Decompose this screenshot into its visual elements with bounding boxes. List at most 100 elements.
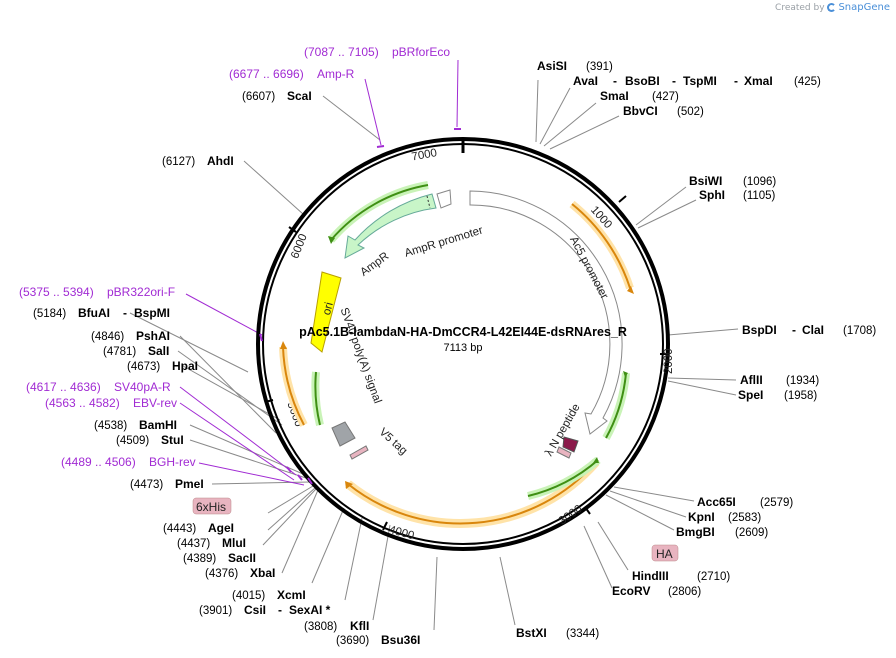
site-xbai-name: XbaI <box>250 566 275 580</box>
site-sphi-pos: (1105) <box>743 190 776 202</box>
site-bfuai-sep: - <box>123 306 127 320</box>
orf-green-right-arrow <box>623 371 628 377</box>
site-mlui-name: MluI <box>222 536 246 550</box>
orf-green-top <box>330 184 429 241</box>
ampr-label: AmpR <box>358 250 391 278</box>
v5-tag-box <box>349 445 369 460</box>
site-aval-sep2: - <box>672 74 676 88</box>
site-ahdi-name: AhdI <box>207 154 234 168</box>
site-bspdi-name: BspDI <box>742 323 777 337</box>
site-aval-pos: (425) <box>794 76 821 88</box>
site-bspmi-name: BspMI <box>134 306 170 320</box>
site-bfuai-name: BfuAI <box>78 306 110 320</box>
site-bsiwi-name: BsiWI <box>689 174 722 188</box>
site-sexai-name: SexAI * <box>289 603 331 617</box>
primer-ampr-pos: (6677 .. 6696) <box>229 67 304 81</box>
site-pshai-name: PshAI <box>136 329 170 343</box>
v5-tag-label: V5 tag <box>377 426 410 457</box>
site-bspdi-sep: - <box>792 323 796 337</box>
site-bsu36i-pos: (3690) <box>336 635 369 647</box>
ac5-promoter-label: Ac5 promoter <box>567 235 610 302</box>
site-clai-name: ClaI <box>802 323 824 337</box>
orf-bottom-glow <box>345 459 600 528</box>
orf-bottom-arrow <box>345 481 353 489</box>
ampr-arrow <box>344 193 437 259</box>
site-acc65i-name: Acc65I <box>697 495 736 509</box>
orf-bottom <box>347 461 597 525</box>
site-xcmi-pos: (4015) <box>232 590 265 602</box>
site-csii-sep: - <box>278 603 282 617</box>
site-bspdi-pos: (1708) <box>843 325 876 337</box>
orf-left <box>282 346 305 426</box>
site-aflii-name: AflII <box>740 373 763 387</box>
site-sacii-pos: (4389) <box>183 553 216 565</box>
primer-sv40pa-name: SV40pA-R <box>114 380 171 394</box>
site-ahdi-pos: (6127) <box>162 156 195 168</box>
orf-green-bottom <box>527 459 599 497</box>
site-kfli-pos: (3808) <box>304 621 337 633</box>
site-csii-pos: (3901) <box>199 605 232 617</box>
site-spei-pos: (1958) <box>784 390 817 402</box>
ampr-promoter-label: AmpR promoter <box>403 225 484 260</box>
primer-pbr322ori-pos: (5375 .. 5394) <box>19 285 94 299</box>
orf-top-right-arrow <box>627 286 634 294</box>
snapgene-brand: Created by SnapGene <box>775 2 890 13</box>
plasmid-title: pAc5.1B-lambdaN-HA-DmCCR4-L42EI44E-dsRNA… <box>299 325 627 339</box>
primer-bgh-pos: (4489 .. 4506) <box>61 455 136 469</box>
tick-2000: 2000 <box>663 348 675 374</box>
site-xbai-pos: (4376) <box>205 568 238 580</box>
site-hpai-name: HpaI <box>172 359 198 373</box>
site-kpni-pos: (2583) <box>728 512 761 524</box>
ampr-promoter-arrow <box>436 189 452 209</box>
snapgene-logo-icon <box>827 3 837 12</box>
primer-pbrforeco-pos: (7087 .. 7105) <box>304 45 379 59</box>
site-hpai-pos: (4673) <box>127 361 160 373</box>
site-csii-name: CsiI <box>244 603 266 617</box>
site-mlui-pos: (4437) <box>177 538 210 550</box>
site-spei-name: SpeI <box>738 388 763 402</box>
primer-pbr322ori-name: pBR322ori-F <box>107 285 175 299</box>
six-his-tag-label: 6xHis <box>196 500 226 514</box>
site-scai-pos: (6607) <box>242 91 275 103</box>
created-by-label: Created by <box>775 3 825 13</box>
site-smai-name: SmaI <box>600 89 629 103</box>
site-ecorv-name: EcoRV <box>612 584 650 598</box>
site-bbvci-name: BbvCI <box>623 104 658 118</box>
site-stui-pos: (4509) <box>116 435 149 447</box>
site-stui-name: StuI <box>161 433 184 447</box>
site-aflii-pos: (1934) <box>786 375 819 387</box>
site-pshai-pos: (4846) <box>91 331 124 343</box>
site-bmgbi-name: BmgBI <box>676 525 715 539</box>
site-asisi-pos: (391) <box>586 61 613 73</box>
primer-pbrforeco-name: pBRforEco <box>392 45 450 59</box>
site-xmai-name: XmaI <box>744 74 773 88</box>
orf-green-bottom-arrow <box>593 457 599 463</box>
primer-ampr-name: Amp-R <box>317 67 355 81</box>
lambda-n-box <box>562 436 579 453</box>
orf-green-top-arrow <box>328 236 335 244</box>
leader-lines <box>129 79 739 631</box>
site-aval-sep3: - <box>734 74 738 88</box>
site-acc65i-pos: (2579) <box>760 497 793 509</box>
sv40-label: SV40 poly(A) signal <box>338 306 384 405</box>
site-agei-pos: (4443) <box>163 523 196 535</box>
site-hindiii-name: HindIII <box>632 569 669 583</box>
primer-leaders <box>179 59 459 486</box>
tick-marks <box>264 195 669 531</box>
lambda-ha-box <box>556 446 572 459</box>
orf-top-right <box>571 203 631 289</box>
site-tspmi-name: TspMI <box>683 74 717 88</box>
plasmid-length: 7113 bp <box>444 342 483 354</box>
ha-tag-label: HA <box>656 547 673 561</box>
site-aval-sep1: - <box>613 74 617 88</box>
site-sali-pos: (4781) <box>103 346 136 358</box>
orf-left-arrow <box>280 341 287 349</box>
ori-arrow <box>310 271 342 353</box>
sv40-polya-box <box>331 421 356 447</box>
primer-sv40pa-pos: (4617 .. 4636) <box>26 380 101 394</box>
primer-ebv-name: EBV-rev <box>133 396 177 410</box>
six-his-tag-box <box>192 497 232 515</box>
site-kpni-name: KpnI <box>688 510 715 524</box>
site-bsiwi-pos: (1096) <box>743 176 776 188</box>
